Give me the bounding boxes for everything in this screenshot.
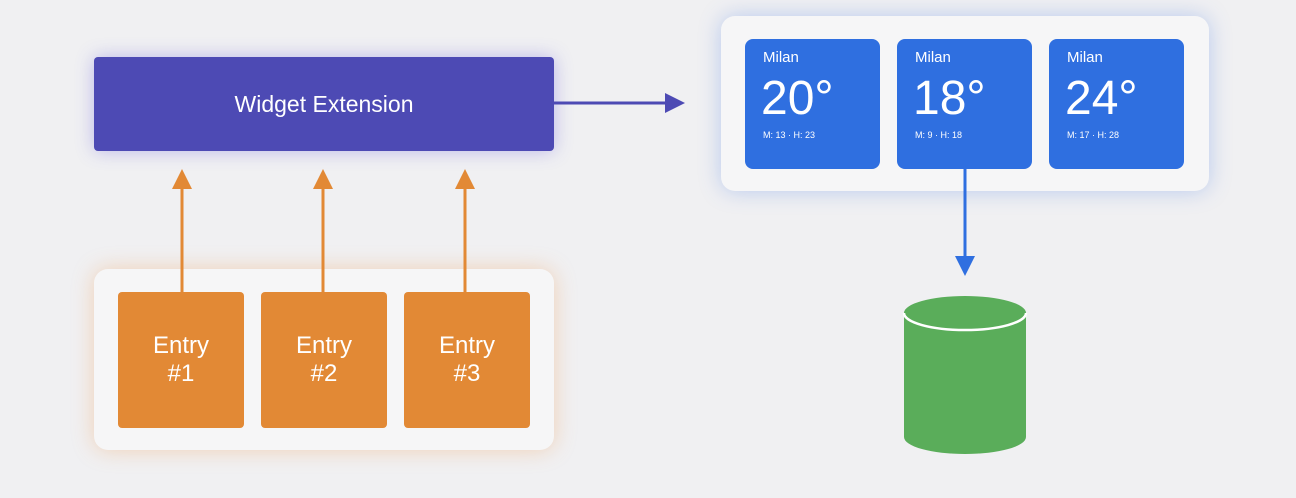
entry-label: Entry	[295, 332, 352, 359]
widget-range: M: 9 · H: 18	[915, 130, 963, 140]
entry-number: #3	[453, 360, 481, 387]
weather-widget-3: Milan 24° M: 17 · H: 28	[1049, 39, 1184, 169]
weather-widget-1: Milan 20° M: 13 · H: 23	[745, 39, 880, 169]
widget-city: Milan	[763, 49, 799, 66]
entry-label: Entry	[438, 332, 495, 359]
entry-number: #2	[310, 360, 338, 387]
widget-city: Milan	[915, 49, 951, 66]
widget-temperature: 20°	[761, 72, 834, 125]
widget-temperature: 18°	[913, 72, 986, 125]
weather-widget-2: Milan 18° M: 9 · H: 18	[897, 39, 1032, 169]
database-icon	[902, 296, 1028, 454]
entry-label: Entry	[152, 332, 209, 359]
entry-box-2: Entry #2	[261, 292, 387, 428]
extension-to-widgets-arrow	[554, 93, 685, 113]
widget-city: Milan	[1067, 49, 1103, 66]
entry-box-1: Entry #1	[118, 292, 244, 428]
widget-temperature: 24°	[1065, 72, 1138, 125]
entry-number: #1	[167, 360, 195, 387]
widget-extension-label: Widget Extension	[234, 90, 414, 117]
entry-box-3: Entry #3	[404, 292, 530, 428]
widget-extension-box: Widget Extension	[94, 57, 554, 151]
widget-range: M: 17 · H: 28	[1067, 130, 1120, 140]
widget-range: M: 13 · H: 23	[763, 130, 816, 140]
